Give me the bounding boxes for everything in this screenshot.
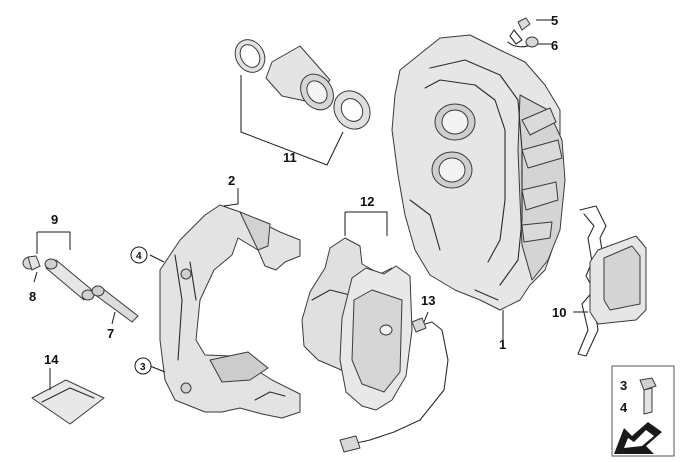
brake-pad-outer <box>339 265 413 411</box>
brake-caliper-body <box>391 34 566 311</box>
legend-label-4: 4 <box>620 400 628 415</box>
bolt-legend-box: 3 4 <box>611 365 675 457</box>
piston-seal-ring <box>234 39 266 73</box>
guide-bolt-cap <box>22 255 41 271</box>
guide-sleeve <box>44 258 95 301</box>
circled-callout-3: 3 <box>134 357 152 375</box>
guide-bolt <box>91 285 139 323</box>
callout-14: 14 <box>44 352 59 367</box>
callout-9: 9 <box>51 212 58 227</box>
callout-10: 10 <box>552 305 566 320</box>
pad-retaining-plate <box>589 235 647 325</box>
callout-2: 2 <box>228 173 235 188</box>
callout-5: 5 <box>551 13 558 28</box>
bleeder-cap <box>525 36 539 48</box>
callout-13: 13 <box>421 293 435 308</box>
svg-text:4: 4 <box>136 251 142 262</box>
callout-6: 6 <box>551 38 558 53</box>
callout-7: 7 <box>107 326 114 341</box>
arrow-icon <box>614 422 662 454</box>
brake-wear-sensor <box>339 317 449 453</box>
svg-text:3: 3 <box>140 362 146 373</box>
callout-1: 1 <box>499 337 506 352</box>
legend-label-3: 3 <box>620 378 627 393</box>
leader-lines <box>33 19 588 390</box>
dust-boot <box>333 90 371 130</box>
caliper-piston <box>265 45 334 111</box>
callout-11: 11 <box>283 150 297 165</box>
circled-callout-4: 4 <box>130 246 148 264</box>
grease-packet <box>31 379 105 425</box>
callout-12: 12 <box>360 194 374 209</box>
caliper-carrier <box>159 204 301 419</box>
bolt-icon <box>639 377 657 415</box>
callout-8: 8 <box>29 289 36 304</box>
